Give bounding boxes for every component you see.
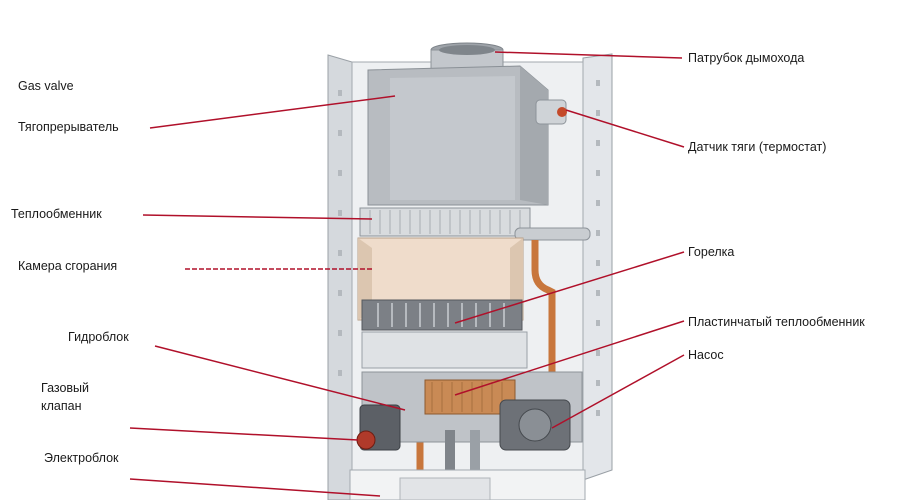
label-gas-valve-line1: Газовый	[41, 381, 90, 395]
copper-pipe-right	[531, 240, 556, 380]
burner-manifold	[361, 331, 528, 369]
heat-exchanger-pipe	[514, 227, 591, 241]
label-flue-pipe: Патрубок дымохода	[688, 51, 805, 65]
label-draft-breaker: Тягопрерыватель	[18, 120, 119, 134]
leader-burner	[454, 251, 685, 324]
label-hydro-block: Гидроблок	[68, 330, 129, 344]
pump-rotor	[518, 408, 552, 442]
leader-draft-breaker	[149, 95, 396, 129]
label-heat-exchanger: Теплообменник	[11, 207, 102, 221]
leader-plate-heat-exchanger	[454, 320, 685, 396]
label-gas-valve-en: Gas valve	[18, 79, 74, 93]
leader-electro-block	[129, 478, 381, 497]
label-plate-heat-exchanger: Пластинчатый теплообменник	[688, 315, 865, 329]
label-electro-block: Электроблок	[44, 451, 119, 465]
casing-left-panel	[327, 54, 353, 500]
leader-draft-sensor	[565, 109, 685, 148]
leader-heat-exchanger	[142, 214, 373, 220]
label-pump: Насос	[688, 348, 724, 362]
heat-exchanger	[359, 207, 531, 237]
label-combustion-chamber: Камера сгорания	[18, 259, 118, 273]
burner	[361, 299, 523, 331]
leader-flue-pipe	[494, 51, 683, 59]
leader-pump	[551, 354, 685, 429]
leader-gas-valve	[129, 427, 359, 441]
label-burner: Горелка	[688, 245, 735, 259]
label-draft-sensor: Датчик тяги (термостат)	[688, 140, 827, 154]
leader-hydro-block	[154, 345, 406, 411]
panel-perforations	[338, 80, 600, 416]
draft-sensor-tip	[557, 107, 567, 117]
label-gas-valve-line2: клапан	[41, 399, 82, 413]
